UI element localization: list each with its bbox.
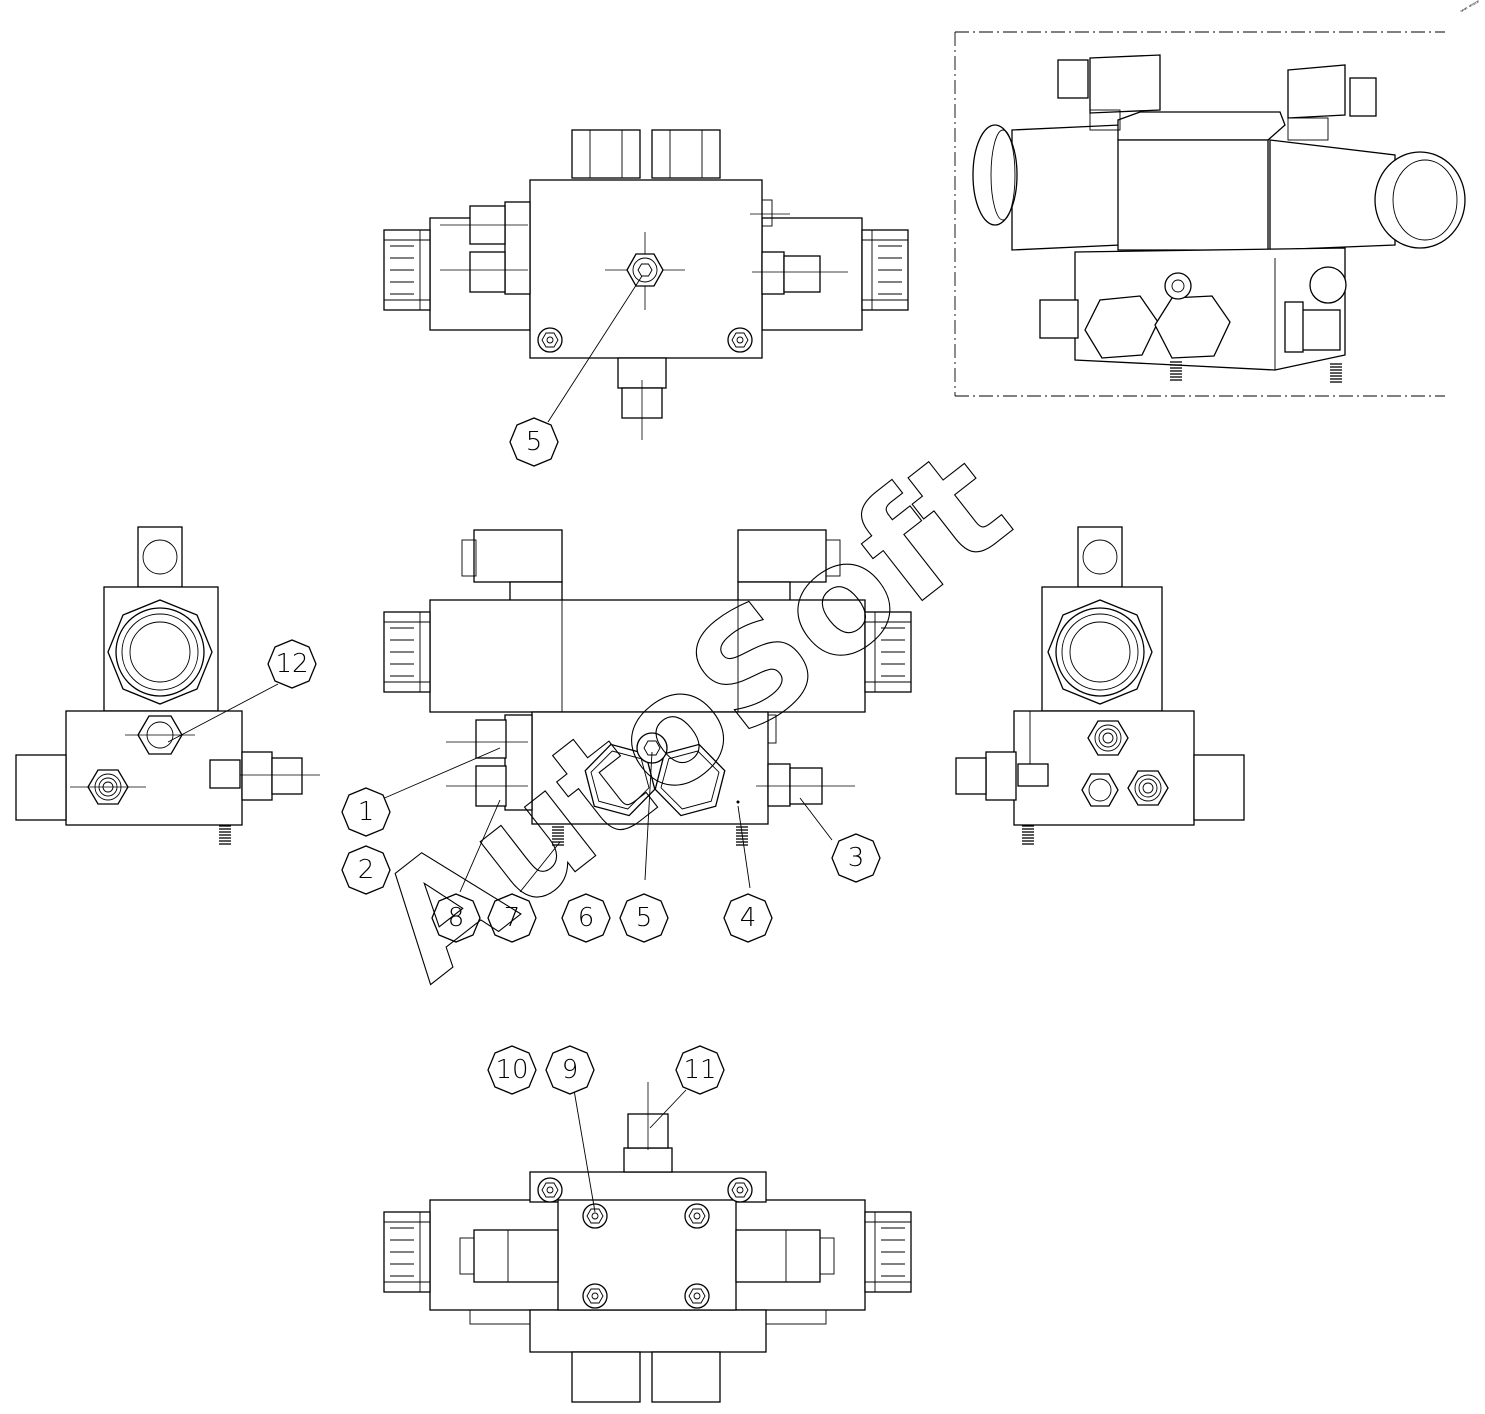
callout-9: 9	[545, 1045, 595, 1095]
svg-text:11: 11	[683, 1055, 716, 1085]
callout-12: 12	[267, 639, 317, 689]
right-view	[955, 526, 1245, 845]
corner-mark: ꟹꟹ ꟹꟹꟹ	[1460, 0, 1482, 16]
leader-lines	[167, 275, 833, 1213]
svg-text:3: 3	[848, 843, 865, 873]
svg-text:5: 5	[526, 427, 543, 457]
callout-8: 8	[431, 893, 481, 943]
svg-text:8: 8	[448, 903, 465, 933]
svg-text:1: 1	[358, 797, 375, 827]
left-view	[15, 526, 320, 845]
callout-1: 1	[341, 787, 391, 837]
svg-text:9: 9	[562, 1055, 579, 1085]
svg-text:10: 10	[495, 1055, 528, 1085]
callout-11: 11	[675, 1045, 725, 1095]
svg-text:12: 12	[275, 649, 308, 679]
svg-text:6: 6	[578, 903, 595, 933]
callout-4: 4	[723, 893, 773, 943]
isometric-view	[954, 31, 1466, 397]
callout-5-top: 5	[509, 417, 559, 467]
callout-6: 6	[561, 893, 611, 943]
watermark-text: AutoSoft	[345, 417, 1040, 1013]
callout-2: 2	[341, 845, 391, 895]
callout-10: 10	[487, 1045, 537, 1095]
svg-text:2: 2	[358, 855, 375, 885]
svg-text:4: 4	[740, 903, 757, 933]
svg-text:7: 7	[504, 903, 521, 933]
front-view	[383, 529, 912, 846]
bottom-view	[383, 1082, 912, 1403]
callouts: 5 1 2 3 4 5 6 7	[267, 417, 881, 1095]
callout-7: 7	[487, 893, 537, 943]
watermark: AutoSoft	[344, 417, 1040, 1014]
callout-5: 5	[619, 893, 669, 943]
svg-text:5: 5	[636, 903, 653, 933]
callout-3: 3	[831, 833, 881, 883]
top-view	[383, 129, 909, 440]
